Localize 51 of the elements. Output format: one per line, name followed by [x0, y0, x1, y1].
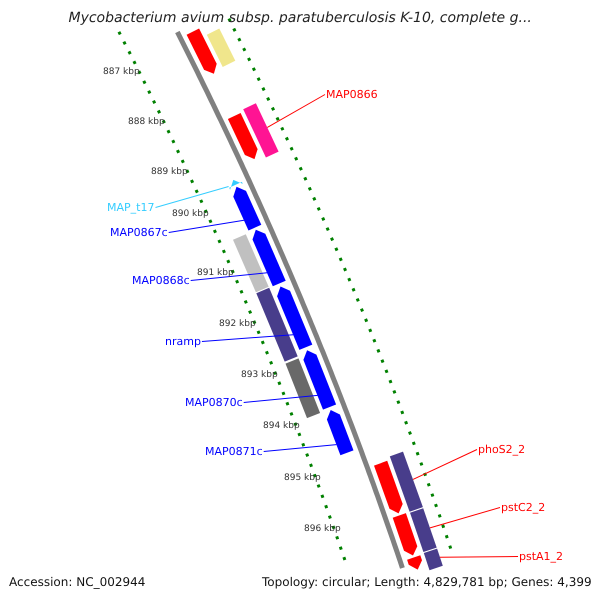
scale-label: 891 kbp: [197, 269, 234, 278]
gene-label: phoS2_2: [478, 444, 526, 455]
scale-label: 890 kbp: [172, 210, 209, 219]
gene-label: MAP0870c: [185, 397, 243, 408]
leader-line: [430, 507, 500, 528]
gene-feature: [392, 513, 418, 556]
map-title: Mycobacterium avium subsp. paratuberculosis K-10, complete g...: [68, 11, 532, 25]
gene-label: MAP0871c: [205, 446, 263, 457]
accession-text: Accession: NC_002944: [9, 576, 146, 588]
gene-bar: [206, 28, 236, 67]
leader-line: [168, 220, 244, 233]
leader-line: [201, 334, 294, 342]
leader-line: [439, 556, 518, 558]
scale-label: 895 kbp: [284, 474, 321, 483]
gene-bar: [256, 288, 298, 362]
gene-bar: [286, 358, 320, 418]
scale-label: 894 kbp: [263, 422, 300, 431]
gene-feature: [277, 286, 312, 350]
gene-feature: [326, 410, 354, 456]
leader-line: [155, 186, 230, 208]
leader-line: [412, 449, 478, 480]
gene-bar: [233, 234, 269, 292]
gene-feature: [303, 350, 336, 410]
scale-label: 896 kbp: [304, 525, 341, 534]
leader-line: [266, 94, 326, 128]
scale-label: 888 kbp: [128, 118, 165, 127]
gene-label: pstA1_2: [519, 551, 564, 562]
leader-line: [190, 272, 268, 281]
gene-feature: [229, 180, 243, 190]
scale-label: 889 kbp: [151, 168, 188, 177]
leader-line: [263, 444, 337, 452]
genome-stats-text: Topology: circular; Length: 4,829,781 bp; Genes: 4,399: [262, 576, 592, 588]
gene-feature: [186, 28, 217, 74]
gene-label: MAP0867c: [110, 227, 168, 238]
gene-bar: [390, 452, 423, 512]
scale-label: 887 kbp: [103, 68, 140, 77]
gene-label: nramp: [165, 336, 201, 347]
gene-label: MAP0866: [326, 89, 378, 100]
gene-feature: [228, 113, 258, 160]
gene-feature: [233, 186, 262, 230]
leader-line: [243, 394, 318, 403]
gene-feature: [407, 555, 422, 570]
gene-label: MAP0868c: [132, 275, 190, 286]
gene-feature: [374, 460, 403, 514]
scale-label: 892 kbp: [219, 320, 256, 329]
scale-label: 893 kbp: [241, 371, 278, 380]
gene-bar: [424, 548, 443, 570]
gene-label: pstC2_2: [501, 502, 546, 513]
gene-bar: [243, 103, 279, 158]
gene-feature: [252, 230, 286, 286]
gene-label: MAP_t17: [107, 202, 154, 213]
